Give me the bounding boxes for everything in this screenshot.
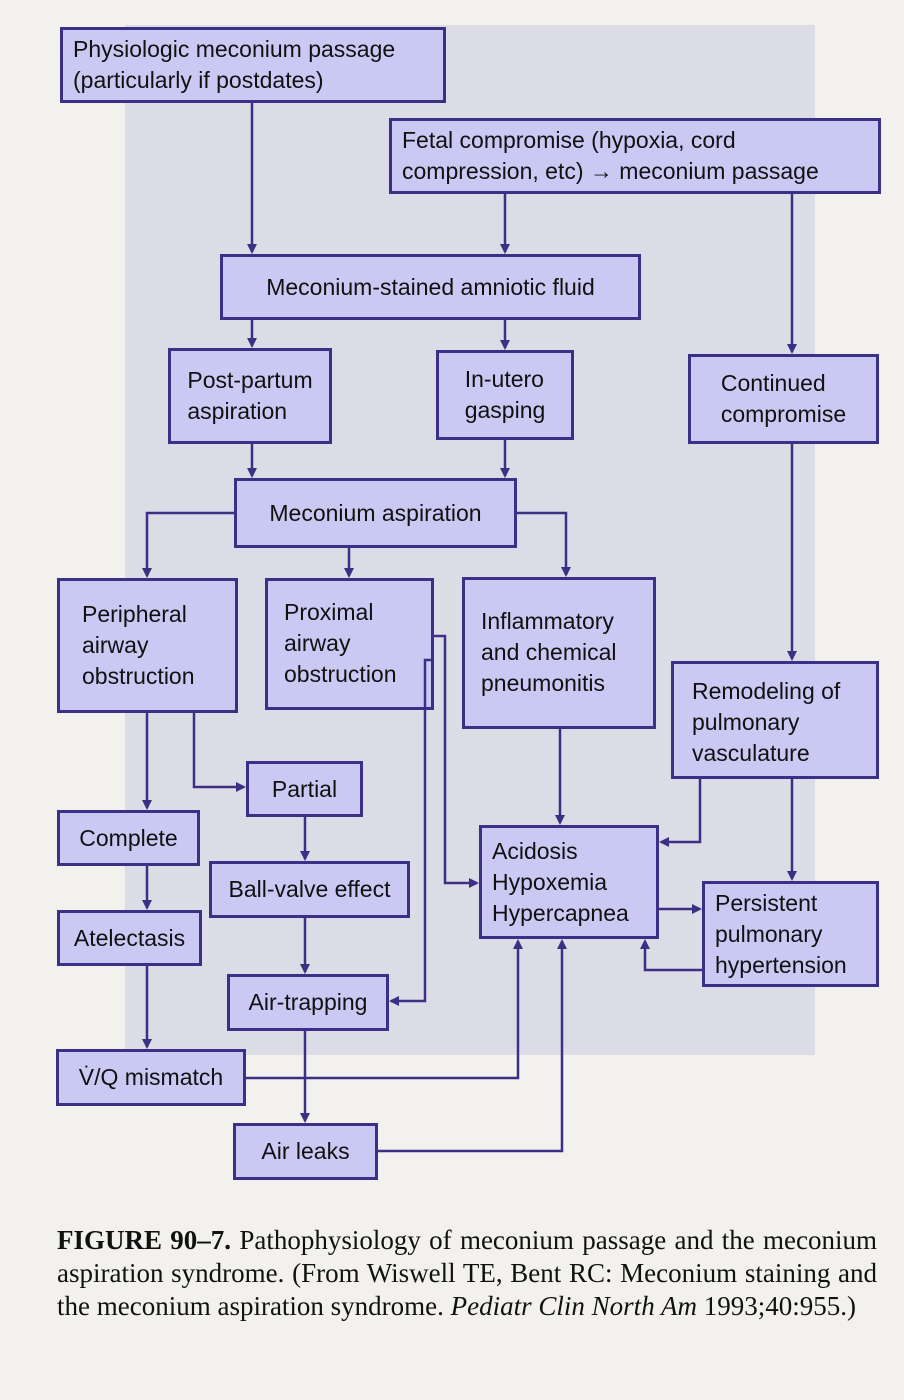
box-label: Physiologic meconium passage (particular… [73,36,396,93]
box-physiologic-meconium-passage: Physiologic meconium passage (particular… [60,27,446,103]
arrow-proximal-to-acidosis [434,634,479,888]
arrow-airleaks-to-acidosis [378,939,567,1153]
box-proximal-obstruction: Proximal airway obstruction [265,578,434,710]
box-air-leaks: Air leaks [233,1123,378,1180]
box-label: Remodeling of pulmonary vasculature [692,678,841,766]
box-label: Partial [271,775,338,802]
box-remodeling-vasculature: Remodeling of pulmonary vasculature [671,661,879,779]
box-meconium-aspiration: Meconium aspiration [234,478,517,548]
arrow-aspiration-to-inflammatory [517,511,571,577]
caption-text: Pathophysiology of meconium passage and … [57,1225,877,1321]
box-label: Air leaks [261,1138,350,1164]
box-label: Persistent pulmonary hypertension [715,890,847,978]
box-label: Inflammatory and chemical pneumonitis [481,608,617,696]
caption-label: FIGURE 90–7. [57,1225,232,1255]
box-label: Fetal compromise (hypoxia, cord compress… [402,127,819,184]
box-label: Atelectasis [73,924,186,951]
box-atelectasis: Atelectasis [57,910,202,966]
box-partial: Partial [246,761,363,817]
arrow-proximal-to-airtrapping [389,658,434,1006]
box-acidosis-hypoxemia-hypercapnea: Acidosis Hypoxemia Hypercapnea [479,825,659,939]
box-complete: Complete [57,810,200,866]
caption-citation: 1993;40:955.) [696,1291,856,1321]
connector-arrows [142,103,797,1153]
box-label: Proximal airway obstruction [284,599,397,687]
box-label: Continued compromise [720,370,847,427]
box-label: Ball-valve effect [228,876,391,902]
flowchart: Physiologic meconium passage (particular… [56,27,881,1180]
arrow-peripheral-to-partial [192,713,246,792]
box-peripheral-obstruction: Peripheral airway obstruction [57,578,238,713]
box-label: Meconium-stained amniotic fluid [266,273,595,300]
box-postpartum-aspiration: Post-partum aspiration [168,348,332,444]
box-continued-compromise: Continued compromise [688,354,879,444]
caption-journal: Pediatr Clin North Am [450,1291,697,1321]
box-label: Peripheral airway obstruction [82,601,195,689]
arrow-vq-to-acidosis [246,939,523,1080]
box-ballvalve-effect: Ball-valve effect [209,861,410,918]
box-inutero-gasping: In-utero gasping [436,350,574,440]
box-label: Acidosis Hypoxemia Hypercapnea [492,838,629,926]
box-vq-mismatch: V̇/Q mismatch [56,1049,246,1106]
box-label: Air-trapping [248,989,368,1015]
box-fetal-compromise: Fetal compromise (hypoxia, cord compress… [389,118,881,194]
arrow-remodeling-to-acidosis [659,779,702,847]
arrow-aspiration-to-peripheral [142,511,234,578]
box-label: In-utero gasping [464,366,546,423]
box-label: Post-partum aspiration [187,367,313,424]
box-persistent-pulmonary-hypertension: Persistent pulmonary hypertension [702,881,879,987]
box-label: Complete [79,824,178,851]
figure-caption: FIGURE 90–7. Pathophysiology of meconium… [57,1224,877,1323]
box-meconium-stained-fluid: Meconium-stained amniotic fluid [220,254,641,320]
box-air-trapping: Air-trapping [227,974,389,1031]
box-label: V̇/Q mismatch [78,1064,224,1090]
arrow-pph-to-acidosis [640,939,702,972]
box-label: Meconium aspiration [269,499,482,526]
box-inflammatory-pneumonitis: Inflammatory and chemical pneumonitis [462,577,656,729]
